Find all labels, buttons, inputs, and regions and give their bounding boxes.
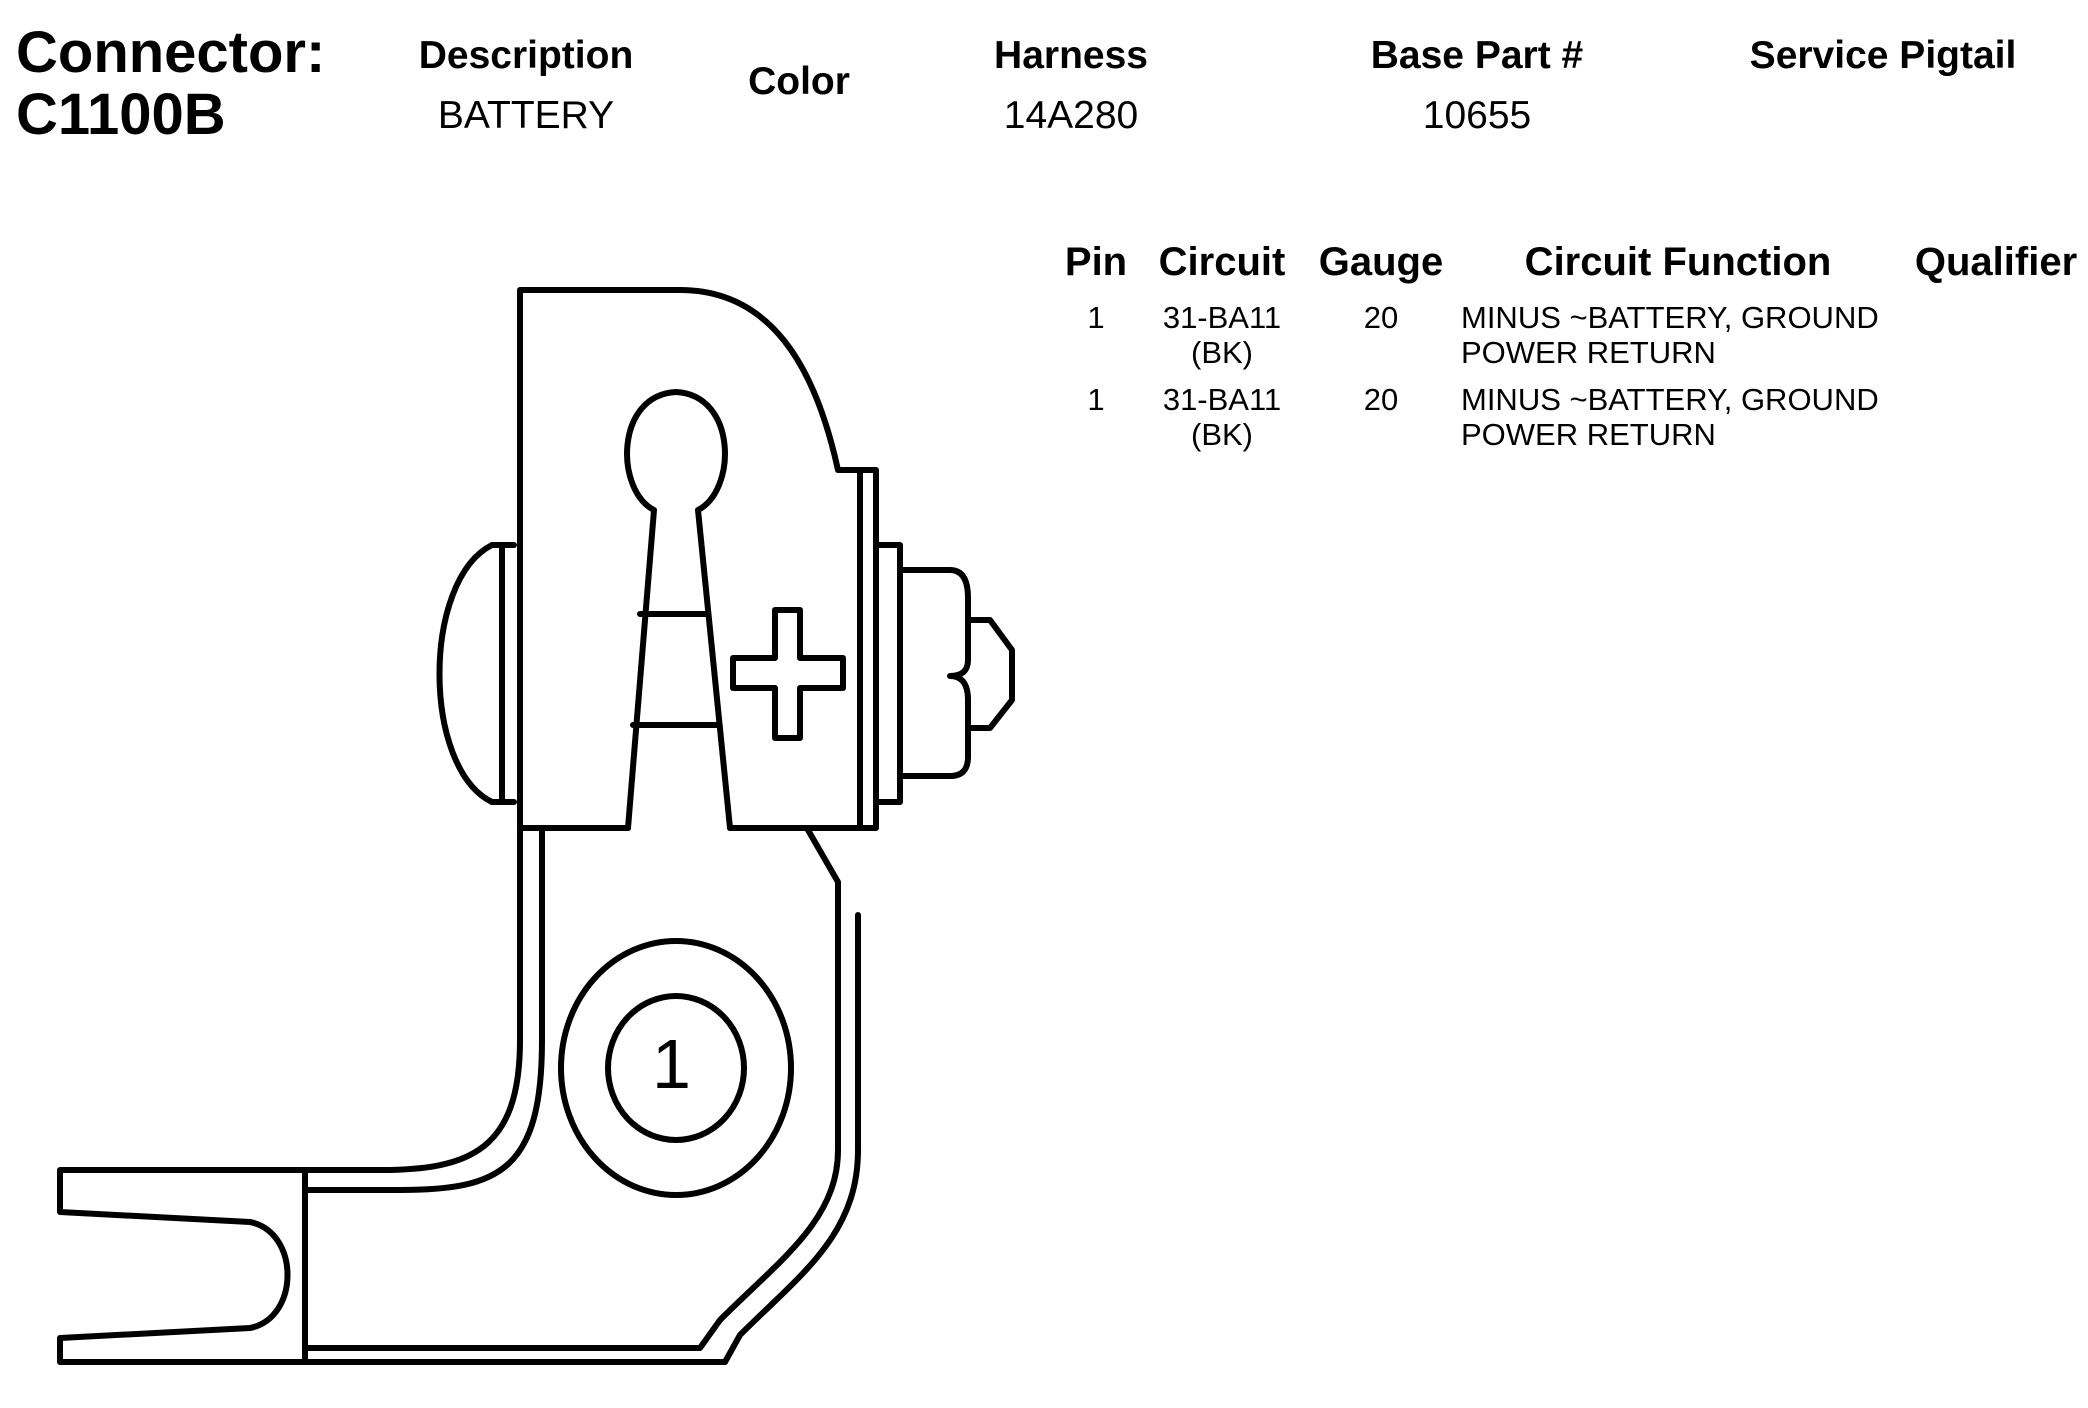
col-header-qualifier: Qualifier bbox=[1914, 240, 2078, 284]
plus-icon bbox=[730, 607, 846, 741]
washer bbox=[873, 542, 903, 805]
base-part-label: Base Part # bbox=[1370, 34, 1584, 77]
cell-circuit-color: (BK) bbox=[1191, 417, 1253, 452]
cell-pin: 1 bbox=[1087, 382, 1105, 417]
col-header-gauge: Gauge bbox=[1318, 240, 1444, 284]
spade-fork bbox=[57, 1167, 308, 1365]
cell-function-cont: POWER RETURN bbox=[1461, 335, 1716, 370]
terminal-body bbox=[517, 287, 879, 831]
pin-number-label: 1 bbox=[652, 1025, 691, 1103]
cell-function: MINUS ~BATTERY, GROUND bbox=[1461, 382, 1879, 417]
harness-value: 14A280 bbox=[1003, 94, 1139, 137]
service-pigtail-label: Service Pigtail bbox=[1749, 34, 2017, 77]
connector-label: Connector: bbox=[16, 20, 326, 85]
cell-gauge: 20 bbox=[1363, 300, 1399, 335]
base-part-value: 10655 bbox=[1422, 94, 1532, 137]
cell-pin: 1 bbox=[1087, 300, 1105, 335]
cell-gauge: 20 bbox=[1363, 382, 1399, 417]
arm-outer-right bbox=[302, 827, 841, 1351]
cell-function: MINUS ~BATTERY, GROUND bbox=[1461, 300, 1879, 335]
col-header-circuit-function: Circuit Function bbox=[1524, 240, 1832, 284]
description-label: Description bbox=[418, 34, 634, 77]
col-header-circuit: Circuit bbox=[1158, 240, 1286, 284]
cell-circuit: 31-BA11 bbox=[1162, 300, 1282, 335]
pin-ring-inner bbox=[605, 993, 747, 1143]
cell-function-cont: POWER RETURN bbox=[1461, 417, 1716, 452]
cell-circuit: 31-BA11 bbox=[1162, 382, 1282, 417]
pin-ring-outer bbox=[558, 938, 794, 1198]
connector-id: C1100B bbox=[16, 82, 226, 147]
cell-circuit-color: (BK) bbox=[1191, 335, 1253, 370]
arm-inner-left bbox=[302, 827, 523, 1173]
stud-tip bbox=[965, 617, 1015, 731]
nut bbox=[897, 567, 971, 779]
keyhole-slot bbox=[624, 389, 733, 831]
harness-label: Harness bbox=[994, 34, 1148, 77]
col-header-pin: Pin bbox=[1064, 240, 1128, 284]
description-value: BATTERY bbox=[437, 94, 615, 137]
dome-icon bbox=[436, 542, 495, 805]
color-label: Color bbox=[748, 60, 850, 103]
